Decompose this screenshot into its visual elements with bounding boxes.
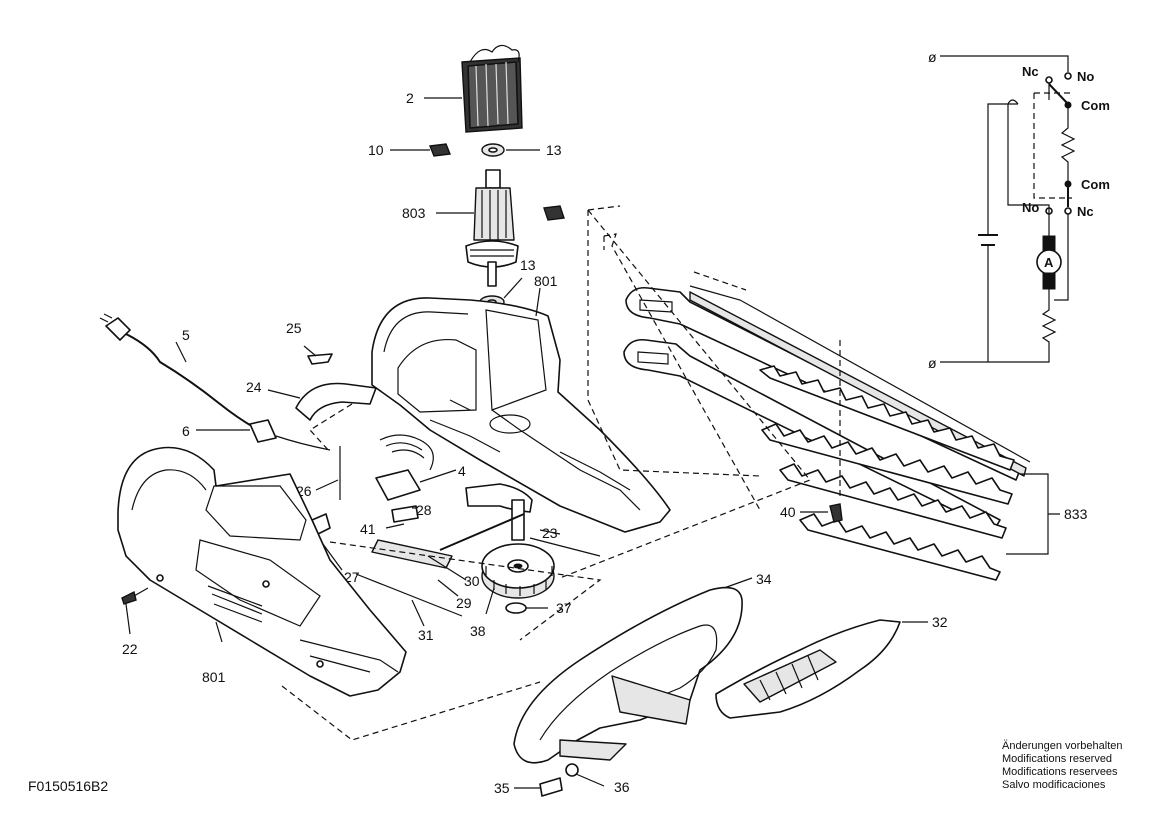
power-cable: 5 6 <box>99 313 331 451</box>
callout-36: 36 <box>614 779 630 795</box>
motor-assembly: 2 13 10 803 13 <box>368 44 565 309</box>
callout-23: 23 <box>542 525 558 541</box>
motor-label: A <box>1044 255 1054 270</box>
callout-32: 32 <box>932 614 948 630</box>
callout-30: 30 <box>464 573 480 589</box>
callout-27: 27 <box>344 569 360 585</box>
supply-terminal-top: ø <box>928 49 937 65</box>
housing-upper: 801 <box>371 273 671 533</box>
switch-com-top-label: Com <box>1081 98 1110 113</box>
note-english: Modifications reserved <box>1002 753 1113 765</box>
switch-nc-bottom-label: Nc <box>1077 204 1094 219</box>
switch-no-top-label: No <box>1077 69 1094 84</box>
hand-guard: 32 <box>715 614 948 719</box>
callout-5: 5 <box>182 327 190 343</box>
callout-22: 22 <box>122 641 138 657</box>
callout-10: 10 <box>368 142 384 158</box>
callout-24: 24 <box>246 379 262 395</box>
callout-6: 6 <box>182 423 190 439</box>
callout-38: 38 <box>470 623 486 639</box>
callout-40: 40 <box>780 504 796 520</box>
modification-notes: Änderungen vorbehalten Modifications res… <box>1002 740 1122 792</box>
housing-lower: 801 22 <box>117 446 407 697</box>
callout-801-top: 801 <box>534 273 558 289</box>
callout-35: 35 <box>494 780 510 796</box>
callout-13-bottom: 13 <box>520 257 536 273</box>
callout-2: 2 <box>406 90 414 106</box>
blade-assembly: 40 833 <box>623 285 1088 581</box>
switch-no-bottom-label: No <box>1022 200 1039 215</box>
callout-13-top: 13 <box>546 142 562 158</box>
callout-31: 31 <box>418 627 434 643</box>
callout-801-bottom: 801 <box>202 669 226 685</box>
callout-803: 803 <box>402 205 426 221</box>
front-handle: 34 35 36 <box>494 571 772 797</box>
small-parts: 25 24 4 26 28 41 27 <box>246 320 466 585</box>
callout-25: 25 <box>286 320 302 336</box>
callout-41: 41 <box>360 521 376 537</box>
callout-29: 29 <box>456 595 472 611</box>
callout-28: 28 <box>416 502 432 518</box>
callout-4: 4 <box>458 463 466 479</box>
wiring-schematic: ø No Nc Com Com No Nc A ø <box>928 49 1110 371</box>
callout-34: 34 <box>756 571 772 587</box>
note-german: Änderungen vorbehalten <box>1002 740 1123 752</box>
note-french: Modifications reservees <box>1002 766 1118 778</box>
switch-com-mid-label: Com <box>1081 177 1110 192</box>
supply-terminal-bottom: ø <box>928 355 937 371</box>
switch-nc-top-label: Nc <box>1022 64 1039 79</box>
drawing-code: F0150516B2 <box>28 778 109 794</box>
callout-833: 833 <box>1064 506 1088 522</box>
assembly-guide-lines <box>281 205 811 741</box>
note-spanish: Salvo modificaciones <box>1002 779 1106 791</box>
